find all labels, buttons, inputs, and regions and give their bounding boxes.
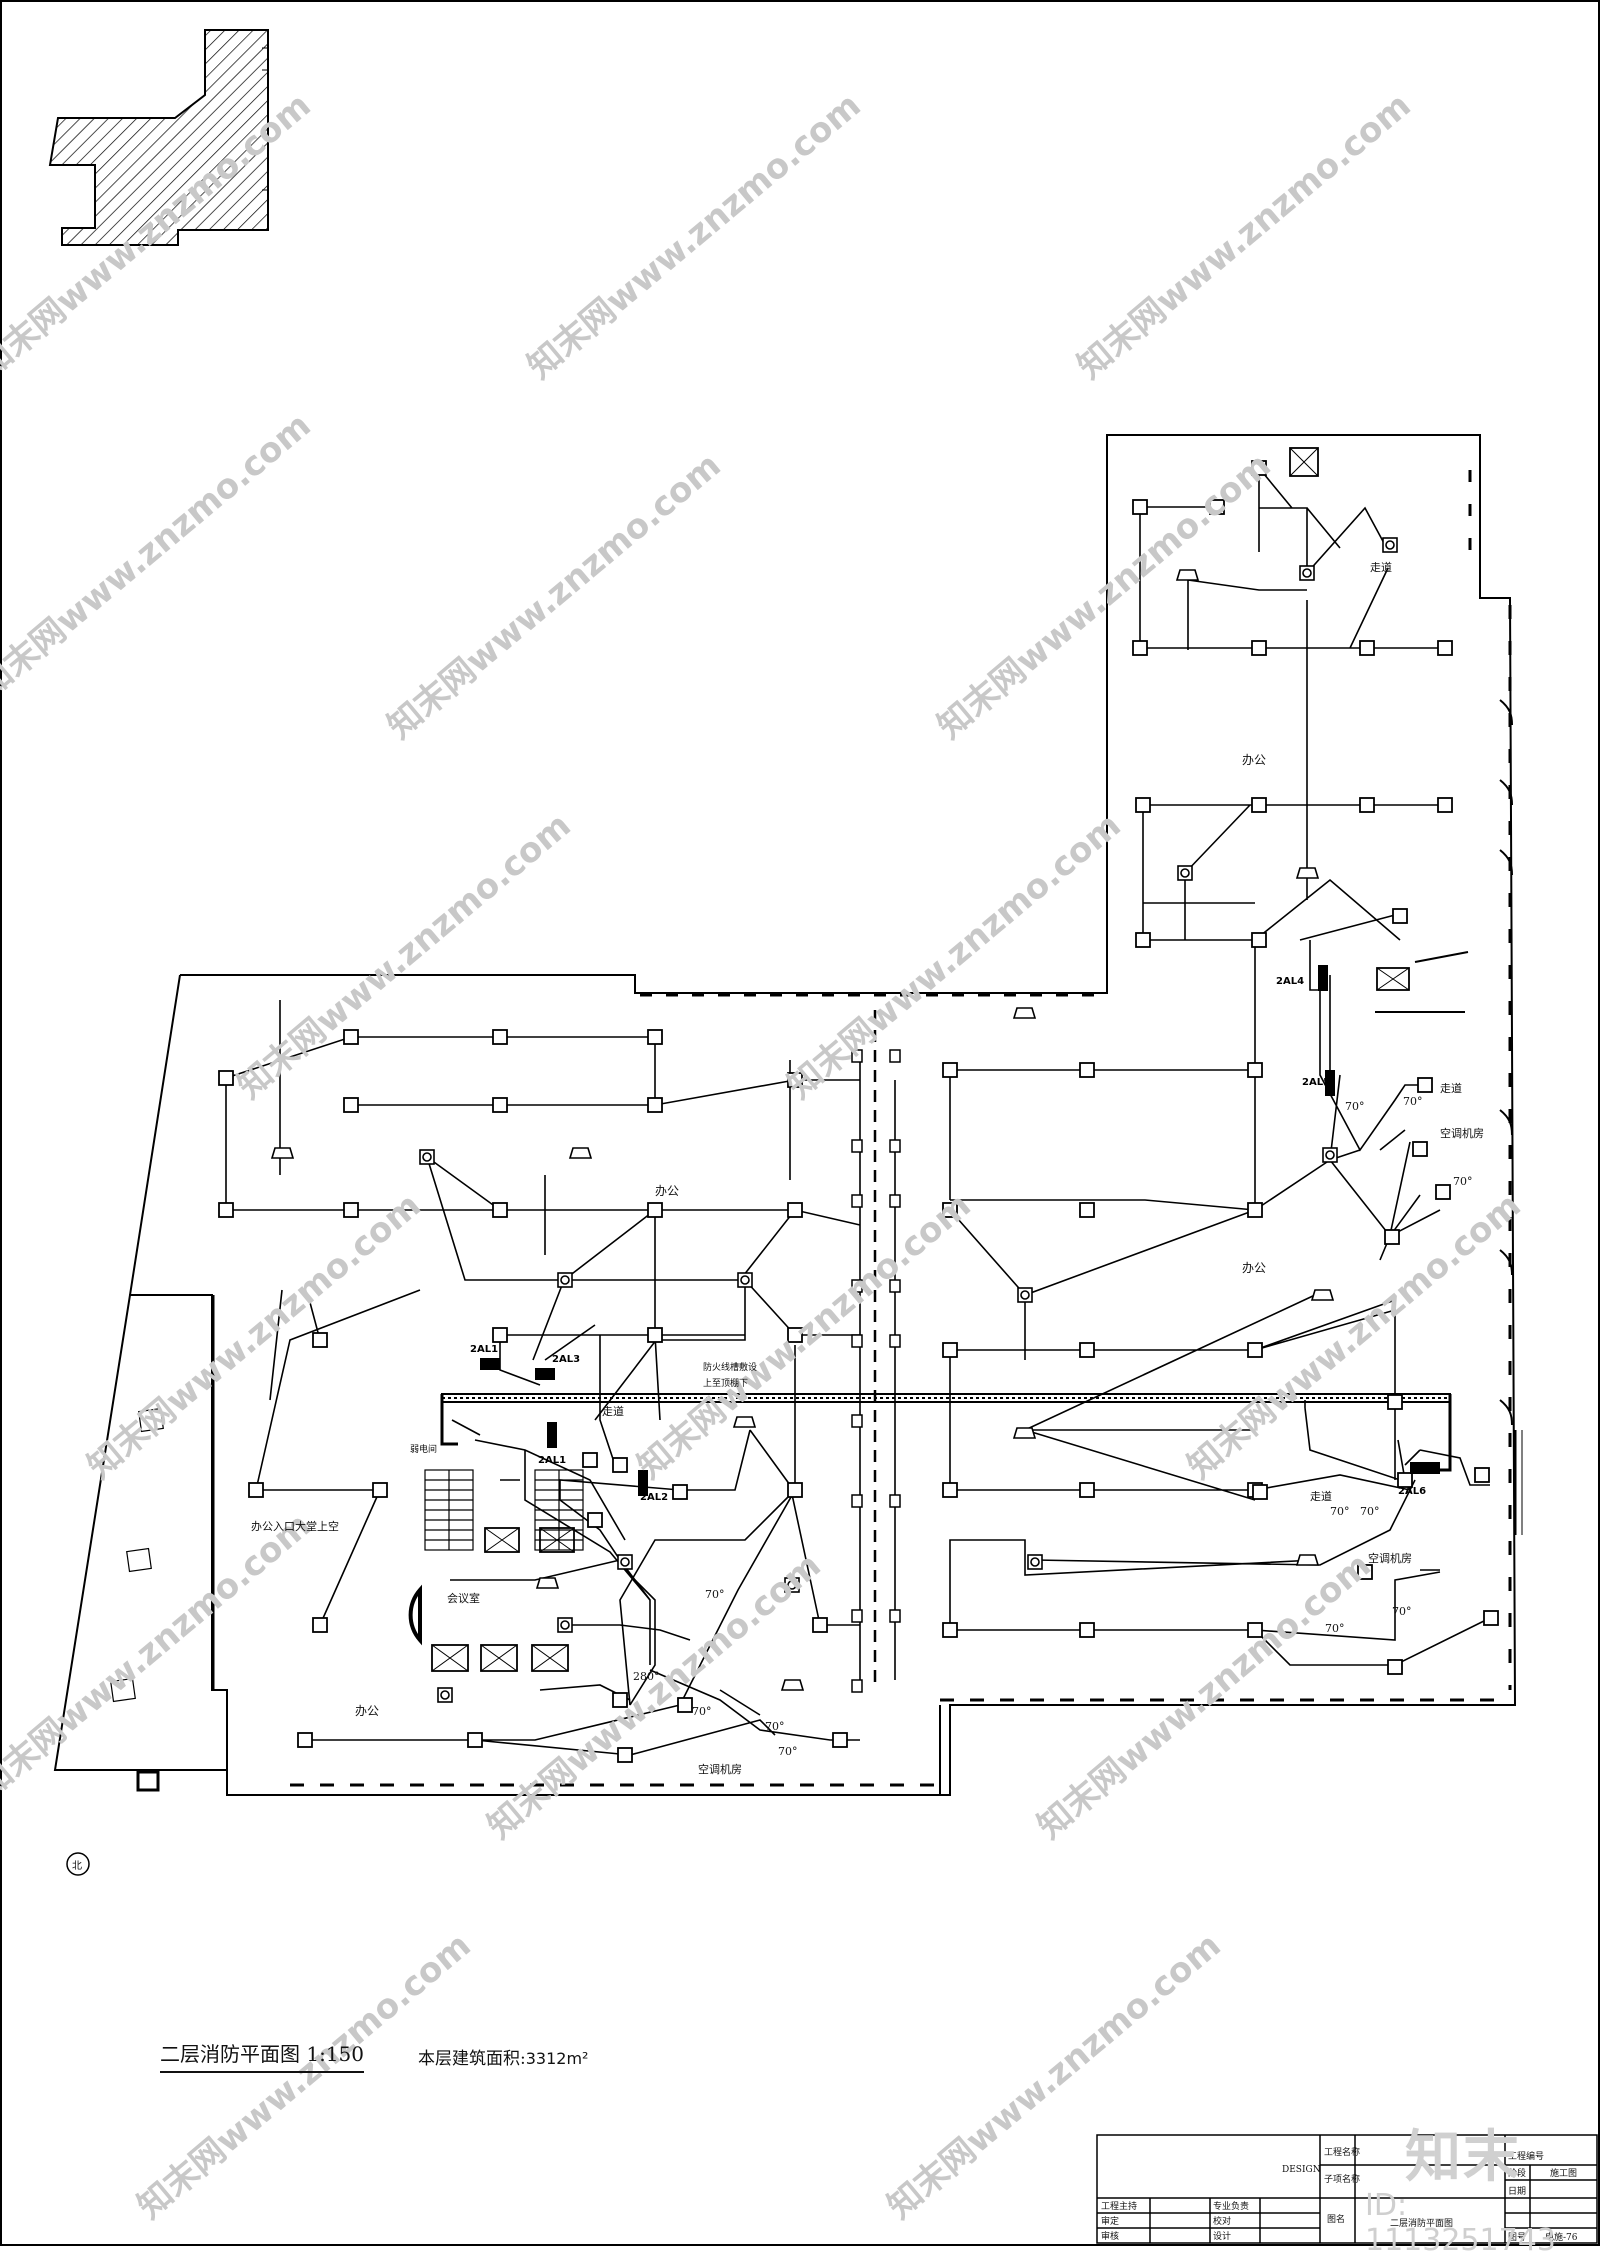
room-electric: 弱电间	[410, 1443, 437, 1455]
cable-tray-subnote: 上至顶棚下	[703, 1377, 748, 1389]
svg-text:知末网www.znzmo.com: 知末网www.znzmo.com	[480, 1545, 829, 1847]
svg-text:知末网www.znzmo.com: 知末网www.znzmo.com	[630, 1185, 979, 1487]
tb-drawing-name-label: 图名	[1327, 2213, 1345, 2225]
tb-stage: 阶段	[1508, 2167, 1526, 2179]
room-ac-east: 空调机房	[1440, 1126, 1484, 1140]
room-corridor-north: 走道	[1370, 560, 1392, 574]
svg-text:知末网www.znzmo.com: 知末网www.znzmo.com	[380, 445, 729, 747]
damper-temp-3: 70°	[1453, 1175, 1473, 1188]
tb-sub-project: 子项名称	[1324, 2173, 1360, 2185]
room-office-east: 办公	[1242, 1260, 1266, 1275]
svg-text:知末网www.znzmo.com: 知末网www.znzmo.com	[1180, 1185, 1529, 1487]
room-corridor-center: 走道	[602, 1404, 624, 1418]
tb-check: 校对	[1213, 2215, 1231, 2227]
tb-stage-value: 施工图	[1550, 2167, 1577, 2179]
tb-review: 审定	[1101, 2215, 1119, 2227]
north-arrow-icon	[66, 1852, 90, 1876]
panel-2al5: 2AL5	[1302, 1077, 1330, 1088]
north-label: 北	[72, 1860, 82, 1872]
panel-2al3: 2AL3	[552, 1354, 580, 1365]
room-office-southwest: 办公	[355, 1703, 379, 1718]
tb-design: DESIGN	[1282, 2165, 1321, 2175]
room-ac-south: 空调机房	[698, 1762, 742, 1776]
svg-text:知末网www.znzmo.com: 知末网www.znzmo.com	[930, 445, 1279, 747]
building-outline	[53, 434, 1523, 1796]
tb-project-name: 工程名称	[1324, 2146, 1360, 2158]
title-block	[1096, 2134, 1598, 2244]
floor-area-value: 3312m²	[525, 2049, 589, 2068]
key-plan	[48, 29, 269, 246]
watermarks: 知末网www.znzmo.com 知末网www.znzmo.com 知末网www…	[0, 85, 1529, 2227]
tb-drawing-no: 图号	[1508, 2232, 1526, 2243]
damper-temp-10: 70°	[765, 1720, 785, 1733]
tb-project-lead: 工程主持	[1101, 2200, 1137, 2212]
cable-tray	[440, 1393, 1452, 1472]
room-corridor-east: 走道	[1440, 1081, 1462, 1095]
panel-symbols	[431, 447, 1440, 1672]
wall-devices	[851, 1049, 901, 1693]
tb-professional-lead: 专业负责	[1213, 2200, 1249, 2212]
damper-temp-5: 70°	[1360, 1505, 1380, 1518]
damper-temp-1: 70°	[1345, 1100, 1365, 1113]
room-office-west: 办公	[655, 1183, 679, 1198]
manual-alarm-buttons	[270, 569, 1335, 1691]
damper-temp-2: 70°	[1403, 1095, 1423, 1108]
smoke-detectors	[218, 460, 1499, 1763]
room-corridor-southeast: 走道	[1310, 1489, 1332, 1503]
damper-temp-8: 70°	[705, 1588, 725, 1601]
svg-text:知末网www.znzmo.com: 知末网www.znzmo.com	[520, 85, 869, 387]
svg-text:知末网www.znzmo.com: 知末网www.znzmo.com	[80, 1185, 429, 1487]
panel-2al2: 2AL2	[640, 1492, 668, 1503]
panel-2al4: 2AL4	[1276, 976, 1304, 987]
damper-temp-4: 70°	[1330, 1505, 1350, 1518]
heat-detectors	[419, 537, 1398, 1703]
tb-design-role: 设计	[1213, 2230, 1231, 2242]
cable-tray-note: 防火线槽敷设	[703, 1361, 757, 1373]
svg-text:知末网www.znzmo.com: 知末网www.znzmo.com	[1030, 1545, 1379, 1847]
damper-temp-280: 280°	[633, 1670, 660, 1683]
room-ac-southeast: 空调机房	[1368, 1551, 1412, 1565]
drawing-caption: 二层消防平面图 1:150	[160, 2038, 364, 2073]
tb-drawing-name: 二层消防平面图	[1390, 2217, 1453, 2229]
damper-temp-9: 70°	[692, 1705, 712, 1718]
floor-area-label: 本层建筑面积:	[418, 2049, 526, 2069]
svg-text:知末网www.znzmo.com: 知末网www.znzmo.com	[880, 1925, 1229, 2227]
svg-text:知末网www.znzmo.com: 知末网www.znzmo.com	[0, 405, 319, 707]
room-meeting: 会议室	[447, 1591, 480, 1605]
svg-text:知末网www.znzmo.com: 知末网www.znzmo.com	[780, 805, 1129, 1107]
watermark-id: ID: 1113251743	[1365, 2188, 1556, 2258]
panel-2al6: 2AL6	[1398, 1486, 1426, 1497]
svg-text:知末网www.znzmo.com: 知末网www.znzmo.com	[130, 1925, 479, 2227]
tb-drawing-no-value: 电施-76	[1545, 2231, 1578, 2243]
tb-project-no: 工程编号	[1508, 2150, 1544, 2162]
damper-temp-11: 70°	[778, 1745, 798, 1758]
panel-2al1: 2AL1	[470, 1344, 498, 1355]
panel-2al1-detail: 2AL1	[538, 1455, 566, 1466]
svg-text:知末网www.znzmo.com: 知末网www.znzmo.com	[1070, 85, 1419, 387]
tb-approve: 审核	[1101, 2230, 1119, 2242]
svg-text:知末网www.znzmo.com: 知末网www.znzmo.com	[0, 1505, 319, 1807]
room-entrance-void: 办公入口大堂上空	[251, 1519, 339, 1533]
svg-text:知末网www.znzmo.com: 知末网www.znzmo.com	[230, 805, 579, 1107]
damper-temp-6: 70°	[1325, 1622, 1345, 1635]
tb-date: 日期	[1508, 2186, 1526, 2197]
stairs	[110, 1407, 584, 1792]
damper-temp-7: 70°	[1392, 1605, 1412, 1618]
watermark-brand: 知末	[1405, 2125, 1521, 2190]
room-office-northeast: 办公	[1242, 752, 1266, 767]
floor-area: 本层建筑面积:3312m²	[418, 2044, 588, 2069]
